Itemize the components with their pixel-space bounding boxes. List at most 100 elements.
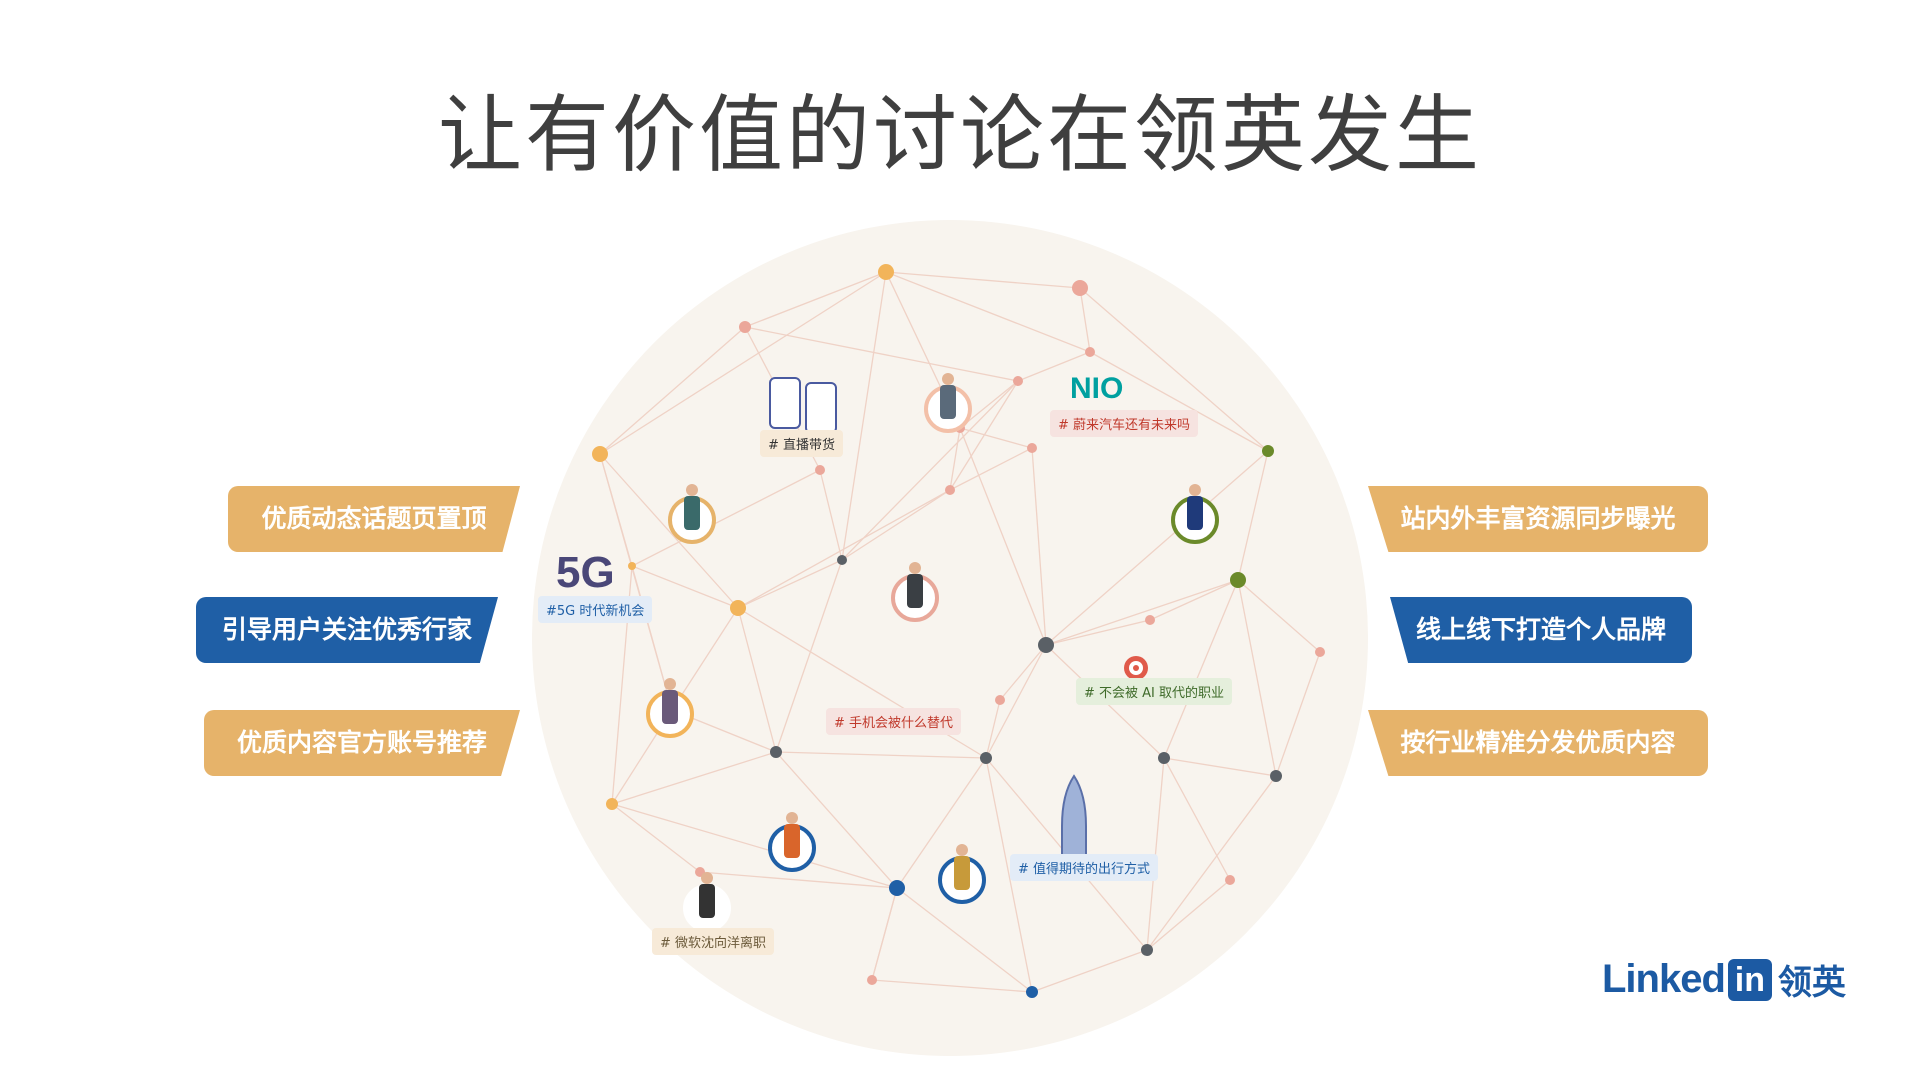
network-edge: [1017, 351, 1091, 382]
network-edge: [744, 326, 1019, 382]
network-edge: [819, 469, 843, 561]
topic-tag-5g: #5G 时代新机会: [538, 596, 653, 623]
topic-tag-travel: # 值得期待的出行方式: [1010, 854, 1159, 881]
network-edge: [671, 607, 739, 711]
network-edge: [1031, 949, 1148, 993]
network-edge: [737, 489, 951, 609]
network-edge: [611, 803, 701, 873]
network-edge: [599, 453, 739, 609]
network-edge: [599, 271, 887, 455]
network-edge: [631, 565, 739, 609]
topic-tag-ai: # 不会被 AI 取代的职业: [1076, 678, 1233, 705]
network-node: [1085, 347, 1095, 357]
network-edge: [599, 326, 746, 455]
network-edge: [611, 751, 777, 805]
topic-tag-phone: # 手机会被什么替代: [826, 708, 962, 735]
network-node: [739, 321, 751, 333]
nio-logo-icon: NIO: [1070, 372, 1124, 405]
network-node: [628, 562, 636, 570]
logo-wordmark: Linked: [1602, 957, 1726, 1001]
network-node: [1038, 637, 1054, 653]
network-edge: [1163, 579, 1239, 759]
network-edge: [841, 271, 887, 561]
network-edge: [1275, 651, 1321, 777]
phone-icon: [805, 382, 837, 434]
network-edge: [1237, 579, 1321, 653]
network-edge: [775, 751, 987, 759]
network-edge: [959, 427, 1033, 449]
network-node: [1072, 280, 1088, 296]
network-node: [770, 746, 782, 758]
network-edge: [631, 469, 821, 567]
person-icon: [924, 373, 972, 433]
network-node: [995, 695, 1005, 705]
network-edge: [841, 489, 951, 561]
network-node: [1230, 572, 1246, 588]
network-edge: [949, 380, 1019, 491]
network-node: [730, 600, 746, 616]
network-edge: [1237, 579, 1277, 777]
network-edge: [1079, 287, 1269, 452]
person-icon: [683, 872, 731, 932]
logo-in-badge-icon: in: [1727, 958, 1772, 1001]
right-label-2: 线上线下打造个人品牌: [1390, 597, 1692, 663]
network-edge: [949, 447, 1033, 491]
logo-chinese-name: 领英: [1777, 963, 1846, 1003]
network-edge: [1045, 619, 1151, 646]
network-node: [1262, 445, 1274, 457]
phone-icon: [769, 377, 801, 429]
topic-tag-nio: # 蔚来汽车还有未来吗: [1050, 410, 1199, 437]
person-icon: [646, 678, 694, 738]
network-node: [1145, 615, 1155, 625]
person-icon: [668, 484, 716, 544]
page-title: 让有价值的讨论在领英发生: [437, 86, 1482, 184]
person-icon: [891, 562, 939, 622]
network-node: [867, 975, 877, 985]
network-node: [945, 485, 955, 495]
network-edge: [699, 871, 898, 889]
network-node: [1315, 647, 1325, 657]
network-edge: [1045, 579, 1239, 646]
network-edge: [1237, 450, 1269, 581]
network-node: [1270, 770, 1282, 782]
network-edge: [1045, 450, 1269, 646]
person-icon: [768, 812, 816, 872]
network-edge: [1163, 757, 1231, 881]
network-edge: [985, 757, 1033, 993]
network-node: [1225, 875, 1235, 885]
network-edge: [885, 271, 1081, 289]
network-node: [1013, 376, 1023, 386]
network-edge: [959, 380, 1019, 429]
target-icon: [1133, 665, 1139, 671]
network-node: [815, 465, 825, 475]
network-node: [837, 555, 847, 565]
network-edge: [1089, 351, 1269, 452]
5g-icon: 5G: [556, 548, 615, 597]
network-edge: [1146, 879, 1231, 951]
left-label-2: 引导用户关注优秀行家: [196, 597, 498, 663]
left-label-3: 优质内容官方账号推荐: [204, 710, 520, 776]
network-node: [878, 264, 894, 280]
network-edge: [775, 751, 898, 889]
network-edge: [871, 979, 1033, 993]
network-edge: [999, 644, 1047, 701]
network-edge: [775, 559, 843, 753]
network-edge: [1146, 775, 1277, 951]
network-node: [980, 752, 992, 764]
network-edge: [959, 427, 1047, 646]
network-node: [1141, 944, 1153, 956]
network-edge: [737, 559, 843, 609]
network-edge: [896, 757, 987, 889]
network-edge: [611, 803, 898, 889]
network-edge: [985, 699, 1001, 759]
network-edge: [885, 271, 1091, 353]
person-icon: [1171, 484, 1219, 544]
network-node: [1158, 752, 1170, 764]
network-edge: [985, 644, 1047, 759]
network-edge: [871, 887, 898, 981]
network-node: [1027, 443, 1037, 453]
network-edge: [896, 887, 1033, 993]
right-label-3: 按行业精准分发优质内容: [1368, 710, 1708, 776]
network-edge: [949, 427, 961, 491]
network-edge: [1163, 757, 1277, 777]
